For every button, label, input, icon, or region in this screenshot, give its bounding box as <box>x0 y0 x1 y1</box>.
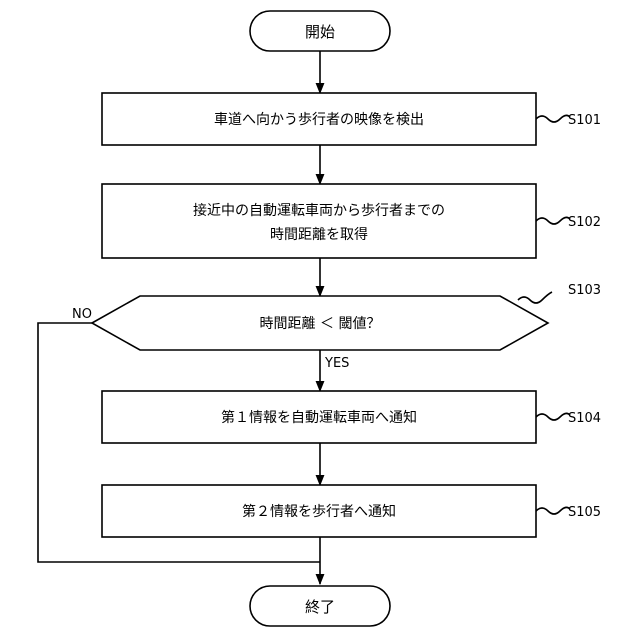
leader-s104 <box>536 413 570 420</box>
leader-s103 <box>518 292 552 303</box>
step-id-s103: S103 <box>568 283 601 298</box>
branch-yes-label: YES <box>324 356 349 371</box>
step-s101: 車道へ向かう歩行者の映像を検出 <box>102 93 536 145</box>
leader-s102 <box>536 217 570 224</box>
decision-s103: 時間距離 ＜ 閾値？ <box>92 296 548 350</box>
step-id-s104: S104 <box>568 411 601 426</box>
start-label: 開始 <box>305 23 335 41</box>
leader-s105 <box>536 507 570 514</box>
decision-s103-text: 時間距離 ＜ 閾値？ <box>260 315 381 332</box>
step-s102: 接近中の自動運転車両から歩行者までの 時間距離を取得 <box>102 184 536 258</box>
leader-s101 <box>536 115 570 122</box>
step-id-s101: S101 <box>568 113 601 128</box>
step-s104-text: 第１情報を自動運転車両へ通知 <box>221 409 417 426</box>
step-id-s105: S105 <box>568 505 601 520</box>
end-label: 終了 <box>305 598 335 616</box>
branch-no-label: NO <box>72 307 92 322</box>
step-s102-text-line1: 接近中の自動運転車両から歩行者までの <box>193 202 445 219</box>
step-s101-text: 車道へ向かう歩行者の映像を検出 <box>214 111 424 128</box>
step-s105: 第２情報を歩行者へ通知 <box>102 485 536 537</box>
end-terminal: 終了 <box>250 586 390 626</box>
step-s105-text: 第２情報を歩行者へ通知 <box>242 503 396 520</box>
step-id-s102: S102 <box>568 215 601 230</box>
step-s102-text-line2: 時間距離を取得 <box>270 226 368 243</box>
start-terminal: 開始 <box>250 11 390 51</box>
step-s104: 第１情報を自動運転車両へ通知 <box>102 391 536 443</box>
